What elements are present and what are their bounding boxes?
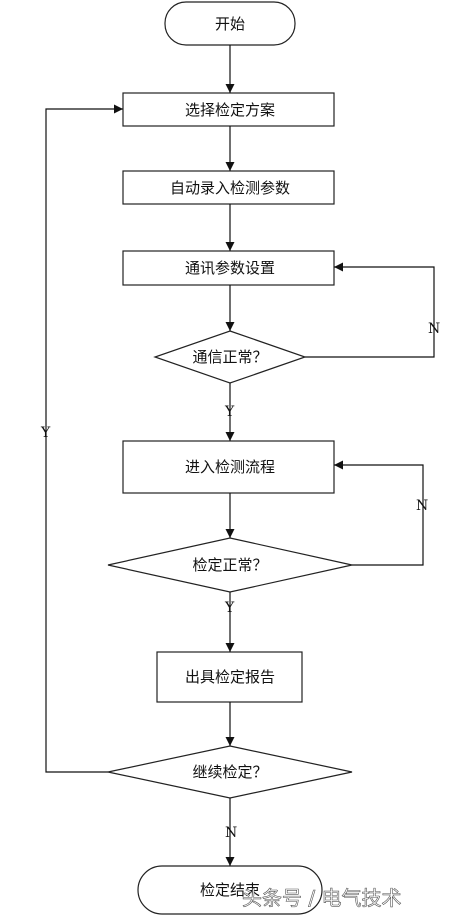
comm-ok-diamond: 通信正常？ [153,330,307,384]
check-ok-diamond: 检定正常？ [107,537,353,593]
continue-label: 继续检定？ [192,763,267,781]
edge-label-check-yes: Y [224,600,235,616]
edge-checkok-no-loop [334,460,424,566]
comm-setup-label: 通讯参数设置 [185,259,275,277]
end-label: 检定结束 [200,881,260,899]
select-scheme-label: 选择检定方案 [185,101,275,119]
start-node: 开始 [164,1,296,46]
comm-ok-label: 通信正常？ [192,348,267,366]
continue-diamond: 继续检定？ [107,745,353,799]
edge-continue-yes-loop [45,104,123,773]
end-node: 检定结束 [137,865,323,915]
check-ok-label: 检定正常？ [192,556,267,574]
edge-label-comm-yes: Y [224,404,235,420]
edge-label-comm-no: N [428,321,440,337]
enter-process-box: 进入检测流程 [122,440,335,494]
watermark: 头条号 / 电气技术 [242,886,401,910]
report-box: 出具检定报告 [156,651,303,703]
report-label: 出具检定报告 [185,668,275,686]
comm-setup-box: 通讯参数设置 [122,250,335,286]
edge-label-continue-no: N [225,825,237,841]
start-label: 开始 [215,15,245,33]
enter-params-label: 自动录入检测参数 [170,179,290,197]
enter-process-label: 进入检测流程 [185,458,275,476]
edge-label-continue-yes: Y [40,425,51,441]
edge-commok-no-loop [305,262,435,358]
select-scheme-box: 选择检定方案 [122,92,335,127]
edge-label-check-no: N [416,498,428,514]
enter-params-box: 自动录入检测参数 [122,170,335,205]
